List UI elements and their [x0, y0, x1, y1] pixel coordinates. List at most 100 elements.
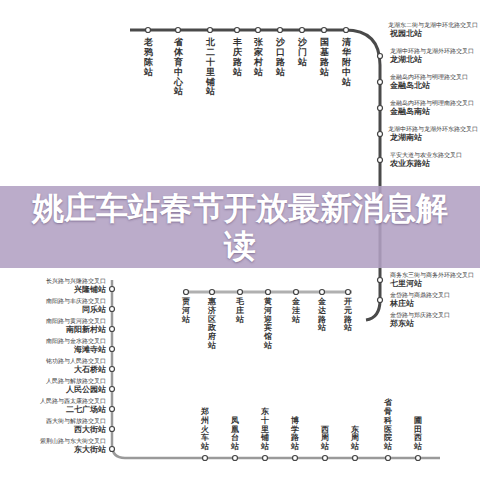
station-address: 龙湖东二街与龙湖中环北路交叉口: [388, 22, 478, 29]
station-name: 清华附中站: [342, 38, 351, 87]
station-address: 人民路与解放路交叉口: [46, 378, 106, 385]
station-dot: [344, 28, 349, 33]
station-dot: [110, 367, 115, 372]
station-name: 东周站: [351, 426, 359, 452]
station-dot: [110, 327, 115, 332]
station-address: 南阳路与金水路交叉口: [46, 338, 106, 345]
station-name: 西周站: [321, 426, 329, 452]
station-dot: [210, 290, 215, 295]
station-name: 金洼站: [292, 298, 300, 324]
station-name: 博学路站: [291, 417, 299, 452]
station-name: 二七广场站: [66, 406, 106, 415]
station-name: 沙门站: [298, 38, 307, 68]
station-dot: [184, 290, 189, 295]
station-dot: [386, 456, 391, 461]
station-dot: [353, 456, 358, 461]
station-address: 平安大道与农业东路交叉口: [390, 152, 462, 159]
station-name: 南阳新村站: [66, 326, 106, 335]
station-dot: [378, 298, 383, 303]
station-dot: [208, 28, 213, 33]
station-name: 黄河迎宾馆站: [264, 298, 272, 351]
station-address: 龙湖中环路与龙湖外环东路交叉口: [388, 126, 478, 133]
station-address: 铭功路与人民路交叉口: [46, 358, 106, 365]
station-name: 丰庆路站: [233, 38, 242, 78]
station-name: 龙湖北站: [390, 56, 422, 65]
station-name: 东十里铺站: [261, 408, 269, 452]
station-address: 人民路与西太康路交叉口: [40, 398, 106, 405]
station-dot: [320, 290, 325, 295]
station-name: 国基路站: [320, 38, 329, 78]
station-dot: [416, 456, 421, 461]
station-dot: [110, 307, 115, 312]
station-dot: [300, 28, 305, 33]
station-name: 东大街站: [74, 446, 106, 455]
station-dot: [322, 28, 327, 33]
station-name: 大石桥站: [74, 366, 106, 375]
station-name: 海滩寺站: [74, 346, 106, 355]
station-address: 紫荆山路与东大街交叉口: [40, 438, 106, 445]
station-address: 南阳路与丰庆路交叉口: [46, 298, 106, 305]
station-dot: [346, 290, 351, 295]
station-name: 圃田西站: [414, 417, 422, 452]
station-name: 同乐站: [82, 306, 106, 315]
station-name: 金达路站: [318, 298, 326, 333]
station-dot: [110, 447, 115, 452]
station-dot: [256, 28, 261, 33]
station-dot: [110, 287, 115, 292]
metro-line: [112, 280, 440, 458]
station-dot: [110, 347, 115, 352]
station-name: 人民公园站: [66, 386, 106, 395]
metro-line: [130, 30, 380, 320]
station-name: 金融岛北站: [390, 82, 430, 91]
station-name: 西大街站: [74, 426, 106, 435]
station-name: 七里河站: [390, 280, 422, 289]
station-dot: [146, 28, 151, 33]
station-dot: [233, 456, 238, 461]
station-name: 开元路站: [344, 298, 352, 333]
title: 姚庄车站春节开放最新消息解读: [20, 186, 460, 265]
station-address: 金融岛内环路与明理路交叉口: [390, 74, 468, 81]
station-dot: [378, 158, 383, 163]
station-address: 金岱路与商鼎路交叉口: [390, 292, 450, 299]
metro-line: [186, 291, 352, 294]
station-dot: [378, 278, 383, 283]
station-address: 长兴路与兴隆路交叉口: [46, 278, 106, 285]
station-name: 兴隆铺站: [74, 286, 106, 295]
station-dot: [378, 80, 383, 85]
station-name: 郑东站: [390, 320, 414, 329]
station-address: 龙湖中环路与龙湖外环路交叉口: [390, 48, 474, 55]
station-dot: [266, 290, 271, 295]
station-dot: [378, 106, 383, 111]
title-band: 姚庄车站春节开放最新消息解读: [0, 186, 480, 268]
station-address: 南阳路与黄河路交叉口: [46, 318, 106, 325]
station-name: 龙湖南站: [390, 134, 422, 143]
station-name: 老鸦陈站: [144, 38, 153, 78]
station-dot: [235, 28, 240, 33]
station-dot: [278, 28, 283, 33]
station-name: 张家村站: [254, 38, 263, 78]
station-name: 惠济区政府站: [208, 298, 216, 351]
station-dot: [293, 456, 298, 461]
station-dot: [203, 456, 208, 461]
station-dot: [110, 407, 115, 412]
station-name: 贾河站: [182, 298, 190, 324]
station-name: 沙口路站: [276, 38, 285, 78]
station-dot: [378, 54, 383, 59]
station-name: 北二十里铺站: [206, 38, 215, 97]
station-dot: [378, 132, 383, 137]
station-name: 省体育中心站: [174, 38, 183, 97]
station-name: 郑州火车站: [201, 408, 209, 452]
station-name: 凤凰台站: [231, 417, 239, 452]
station-address: 金融岛内环路与明理南路交叉口: [390, 100, 474, 107]
station-dot: [176, 28, 181, 33]
station-address: 商务东三街与商务外环路交叉口: [390, 272, 474, 279]
station-name: 金融岛南站: [390, 108, 430, 117]
station-dot: [323, 456, 328, 461]
station-address: 西大街与解放路交叉口: [46, 418, 106, 425]
station-name: 省骨科医院站: [384, 399, 392, 452]
station-name: 林庄站: [390, 300, 414, 309]
station-dot: [238, 290, 243, 295]
station-dot: [263, 456, 268, 461]
station-dot: [110, 427, 115, 432]
station-dot: [294, 290, 299, 295]
